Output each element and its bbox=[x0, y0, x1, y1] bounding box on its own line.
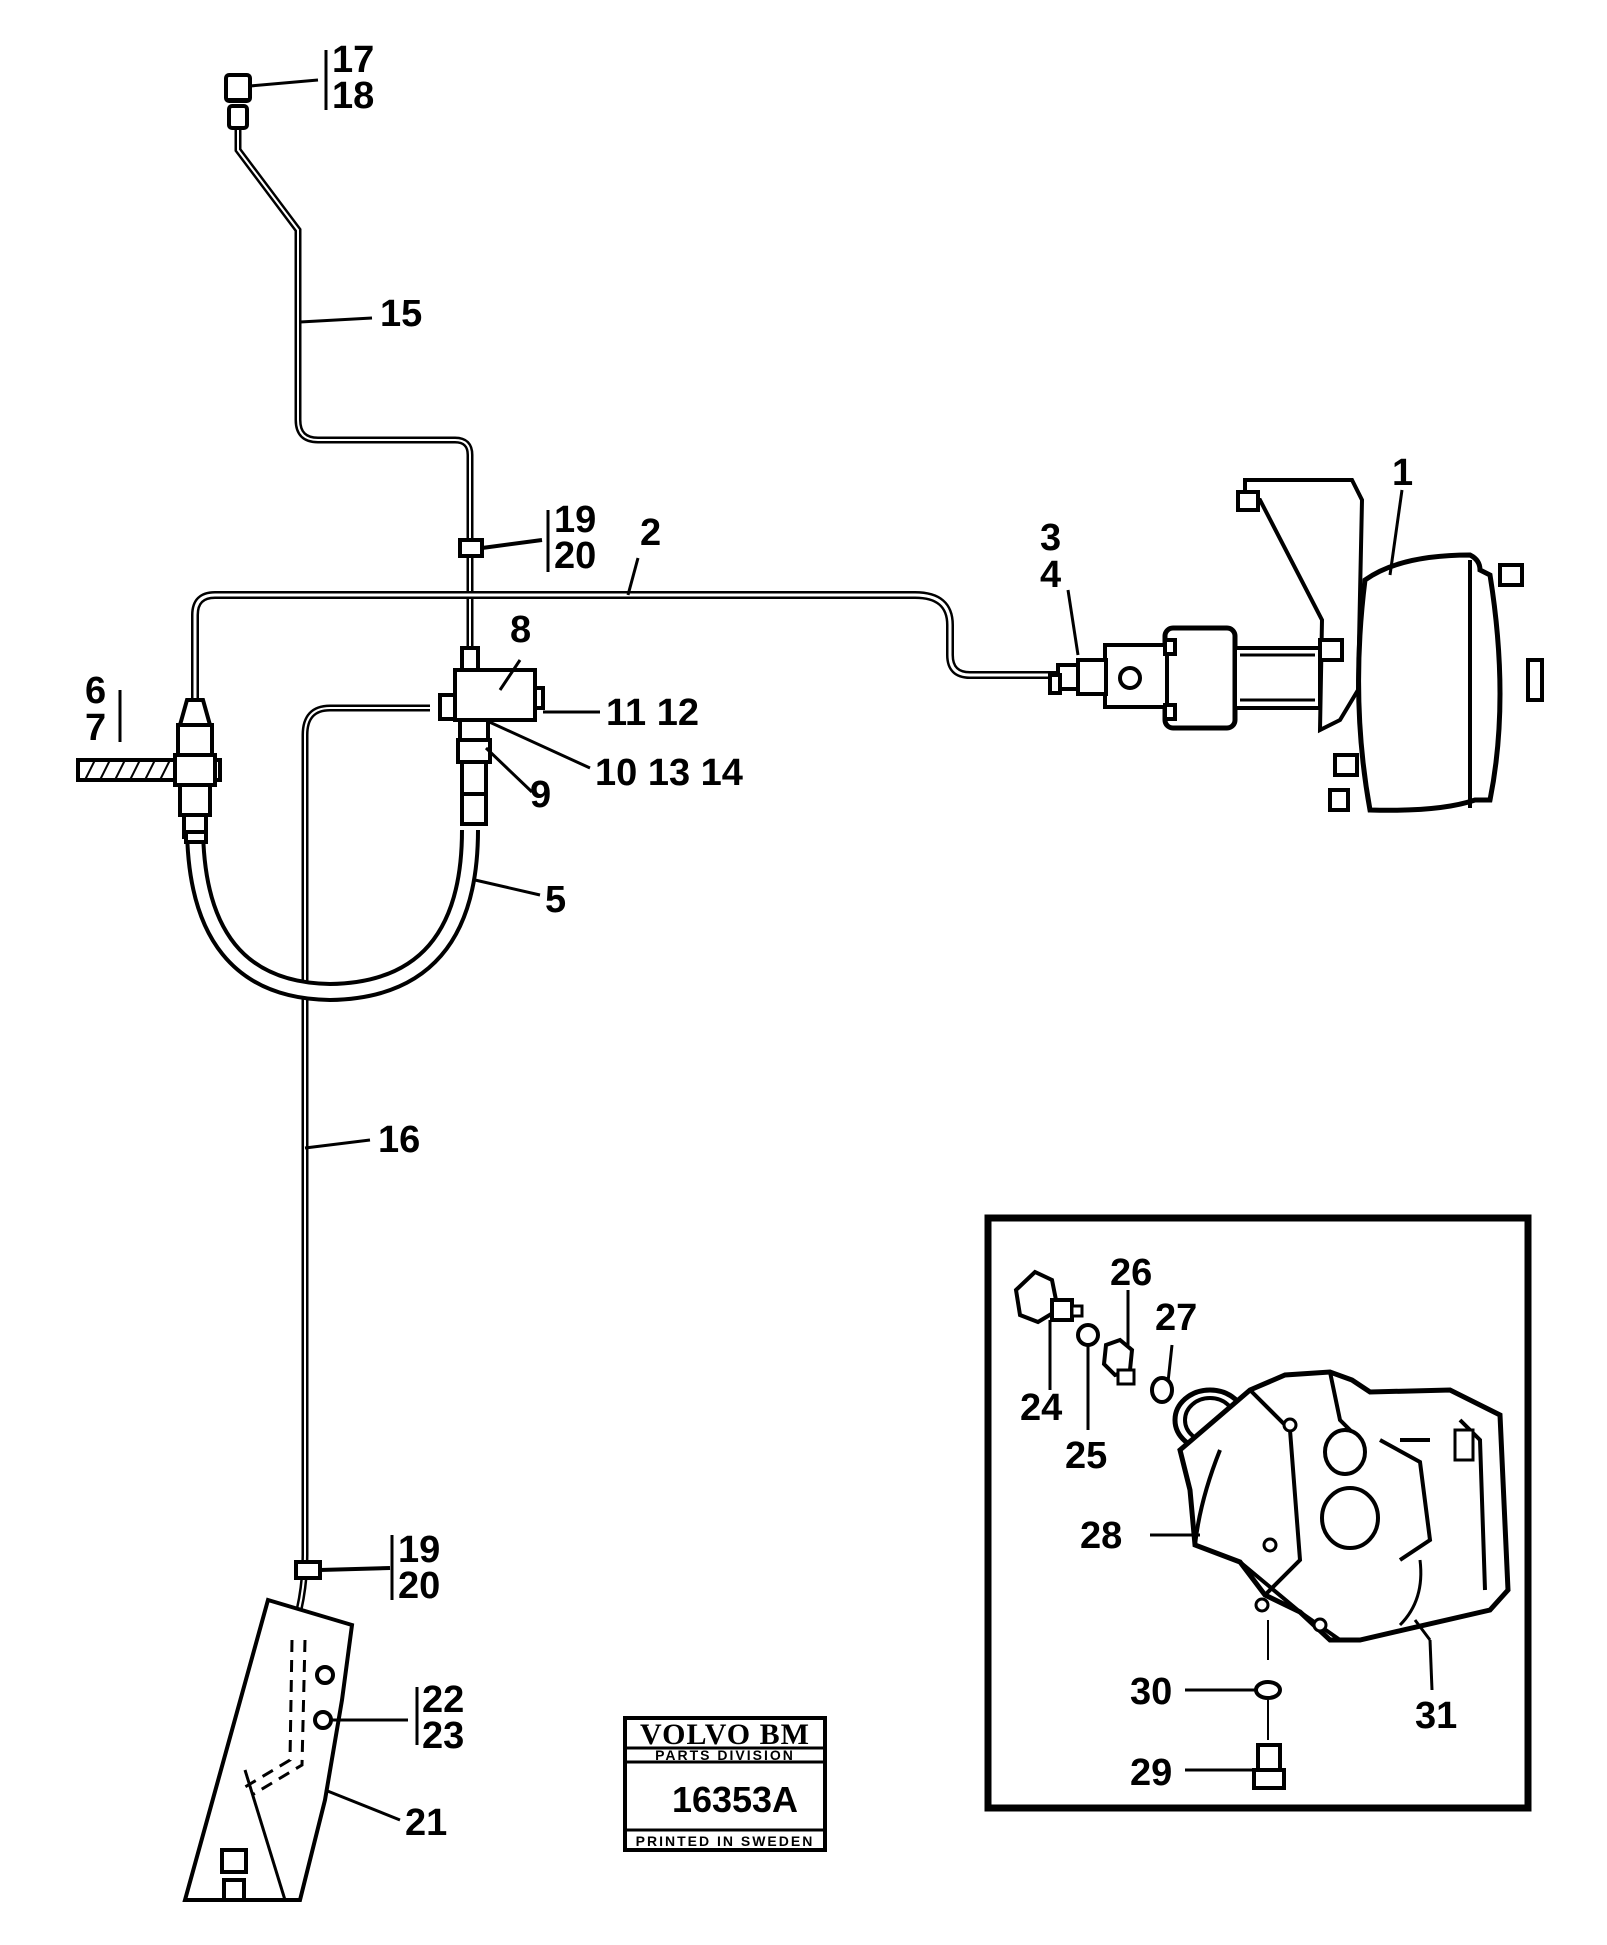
callout-5: 5 bbox=[545, 879, 566, 921]
callout-15: 15 bbox=[380, 293, 422, 335]
callout-16: 16 bbox=[378, 1119, 420, 1161]
pipe-15 bbox=[224, 73, 474, 660]
callout-20-bottom: 20 bbox=[398, 1565, 440, 1607]
callout-23: 23 bbox=[422, 1715, 464, 1757]
callout-10-13-14: 10 13 14 bbox=[595, 752, 743, 794]
callout-2: 2 bbox=[640, 512, 661, 554]
stamp-brand: VOLVO BM bbox=[640, 1718, 810, 1751]
pipe-2 bbox=[191, 591, 1060, 700]
callout-22: 22 bbox=[422, 1679, 464, 1721]
clamp-top bbox=[458, 538, 543, 558]
callout-18: 18 bbox=[332, 75, 374, 117]
callout-11-12: 11 12 bbox=[606, 692, 699, 734]
callout-26: 26 bbox=[1110, 1252, 1152, 1294]
volvo-bm-stamp: VOLVO BM PARTS DIVISION 16353A PRINTED I… bbox=[623, 1716, 827, 1852]
callout-8: 8 bbox=[510, 609, 531, 651]
callout-9: 9 bbox=[530, 774, 551, 816]
hose-5 bbox=[185, 824, 480, 1003]
brake-chamber-1 bbox=[1048, 478, 1544, 813]
callout-25: 25 bbox=[1065, 1435, 1107, 1477]
callout-17: 17 bbox=[332, 39, 374, 81]
clamp-bottom bbox=[294, 1560, 391, 1580]
callout-24: 24 bbox=[1020, 1387, 1062, 1429]
callout-31: 31 bbox=[1415, 1695, 1457, 1737]
stamp-division: PARTS DIVISION bbox=[655, 1747, 795, 1763]
callout-1: 1 bbox=[1392, 452, 1413, 494]
callout-21: 21 bbox=[405, 1802, 447, 1844]
callout-30: 30 bbox=[1130, 1671, 1172, 1713]
leader-lines bbox=[118, 50, 1434, 1822]
callout-28: 28 bbox=[1080, 1515, 1122, 1557]
callout-4: 4 bbox=[1040, 554, 1061, 596]
stamp-number: 16353A bbox=[672, 1779, 798, 1820]
detail-inset bbox=[984, 1214, 1532, 1812]
callout-29: 29 bbox=[1130, 1752, 1172, 1794]
bulkhead-fitting-6-7 bbox=[76, 698, 222, 839]
callout-6: 6 bbox=[85, 670, 106, 712]
callout-20-top: 20 bbox=[554, 535, 596, 577]
hose-end-fitting bbox=[184, 830, 208, 844]
callout-19-top: 19 bbox=[554, 499, 596, 541]
tee-fitting-8 bbox=[438, 646, 545, 826]
callout-7: 7 bbox=[85, 707, 106, 749]
stamp-printed: PRINTED IN SWEDEN bbox=[636, 1833, 815, 1849]
callout-labels: 17 18 15 19 20 2 1 3 4 8 6 7 11 12 10 13… bbox=[85, 39, 1457, 1844]
bracket-21 bbox=[182, 1597, 355, 1902]
callout-27: 27 bbox=[1155, 1297, 1197, 1339]
callout-19-bottom: 19 bbox=[398, 1529, 440, 1571]
callout-3: 3 bbox=[1040, 517, 1061, 559]
